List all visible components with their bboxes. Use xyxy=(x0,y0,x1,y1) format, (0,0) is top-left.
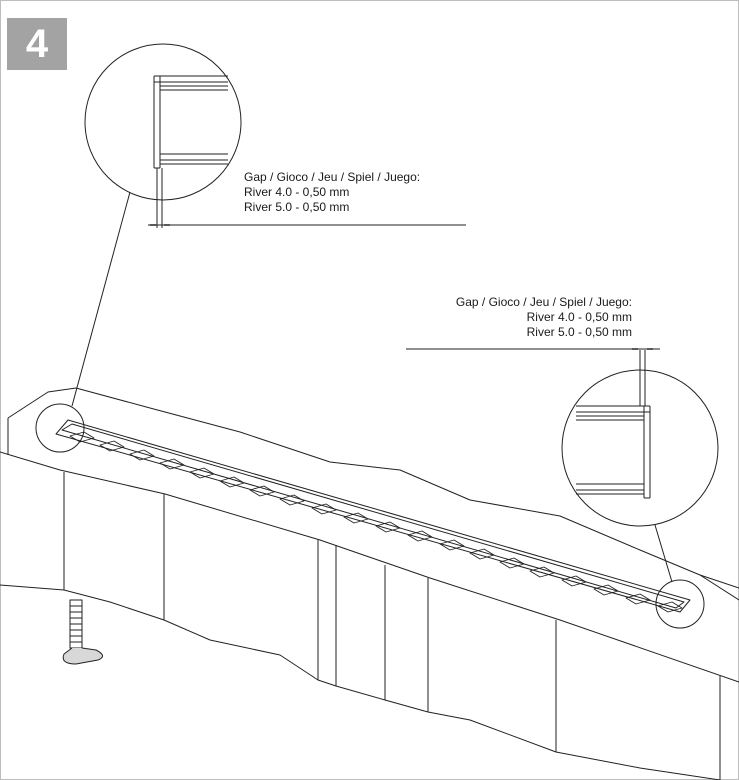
gap-callout-right-line1: River 4.0 - 0,50 mm xyxy=(526,310,632,324)
profile-right xyxy=(576,350,651,499)
slab-right-edge xyxy=(699,574,739,601)
gap-callout-left-line1: River 4.0 - 0,50 mm xyxy=(244,185,350,199)
slab-top-surface xyxy=(7,387,739,589)
gap-callout-right-line2: River 5.0 - 0,50 mm xyxy=(526,325,632,339)
small-circle-right xyxy=(655,579,705,629)
gap-callout-right-title: Gap / Gioco / Jeu / Spiel / Juego: xyxy=(455,295,632,309)
slab-front-edge xyxy=(0,451,739,683)
leveling-foot xyxy=(62,599,103,665)
drain-grate-slots xyxy=(69,431,683,613)
gap-callout-left: Gap / Gioco / Jeu / Spiel / Juego: River… xyxy=(244,170,420,215)
leader-right xyxy=(654,524,673,583)
drain-channel-inner xyxy=(61,423,685,609)
gap-callout-left-line2: River 5.0 - 0,50 mm xyxy=(244,200,350,214)
step-number-badge: 4 xyxy=(7,18,67,70)
leader-left xyxy=(71,191,131,407)
small-circle-left xyxy=(35,403,85,453)
slab-bottom-break xyxy=(0,584,721,780)
drain-channel-outer xyxy=(55,419,691,613)
gap-callout-right: Gap / Gioco / Jeu / Spiel / Juego: River… xyxy=(380,295,632,340)
profile-left xyxy=(153,75,228,228)
detail-circle-left xyxy=(84,43,242,201)
gap-callout-left-title: Gap / Gioco / Jeu / Spiel / Juego: xyxy=(244,170,421,184)
